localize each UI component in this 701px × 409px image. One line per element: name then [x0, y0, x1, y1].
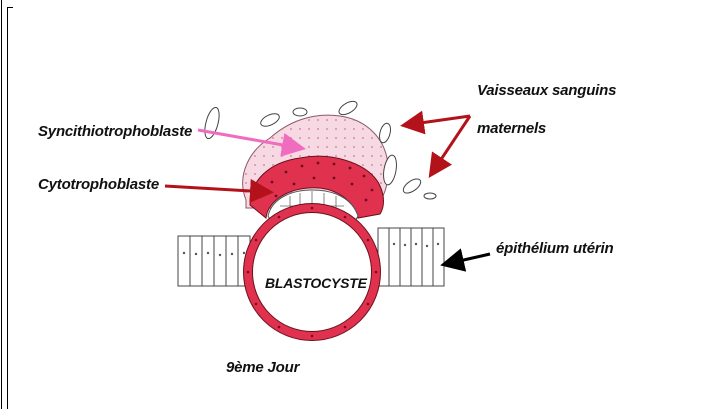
vessels-label-line2: maternels	[477, 120, 546, 137]
vessels-arrow-bottom	[432, 116, 470, 173]
vessels-label-line1: Vaisseaux sanguins	[477, 82, 616, 99]
vessels-arrow-top	[406, 116, 470, 125]
epithelium-left	[178, 236, 250, 286]
epithelium-arrow	[446, 254, 490, 264]
cytotrophoblast-label: Cytotrophoblaste	[38, 176, 159, 193]
blastocyst-label: BLASTOCYSTE	[265, 275, 367, 291]
epithelium-label: épithélium utérin	[496, 240, 613, 257]
day-label: 9ème Jour	[226, 359, 299, 376]
syncytiotrophoblast-label: Syncithiotrophoblaste	[38, 123, 192, 140]
epithelium-right	[378, 228, 444, 286]
